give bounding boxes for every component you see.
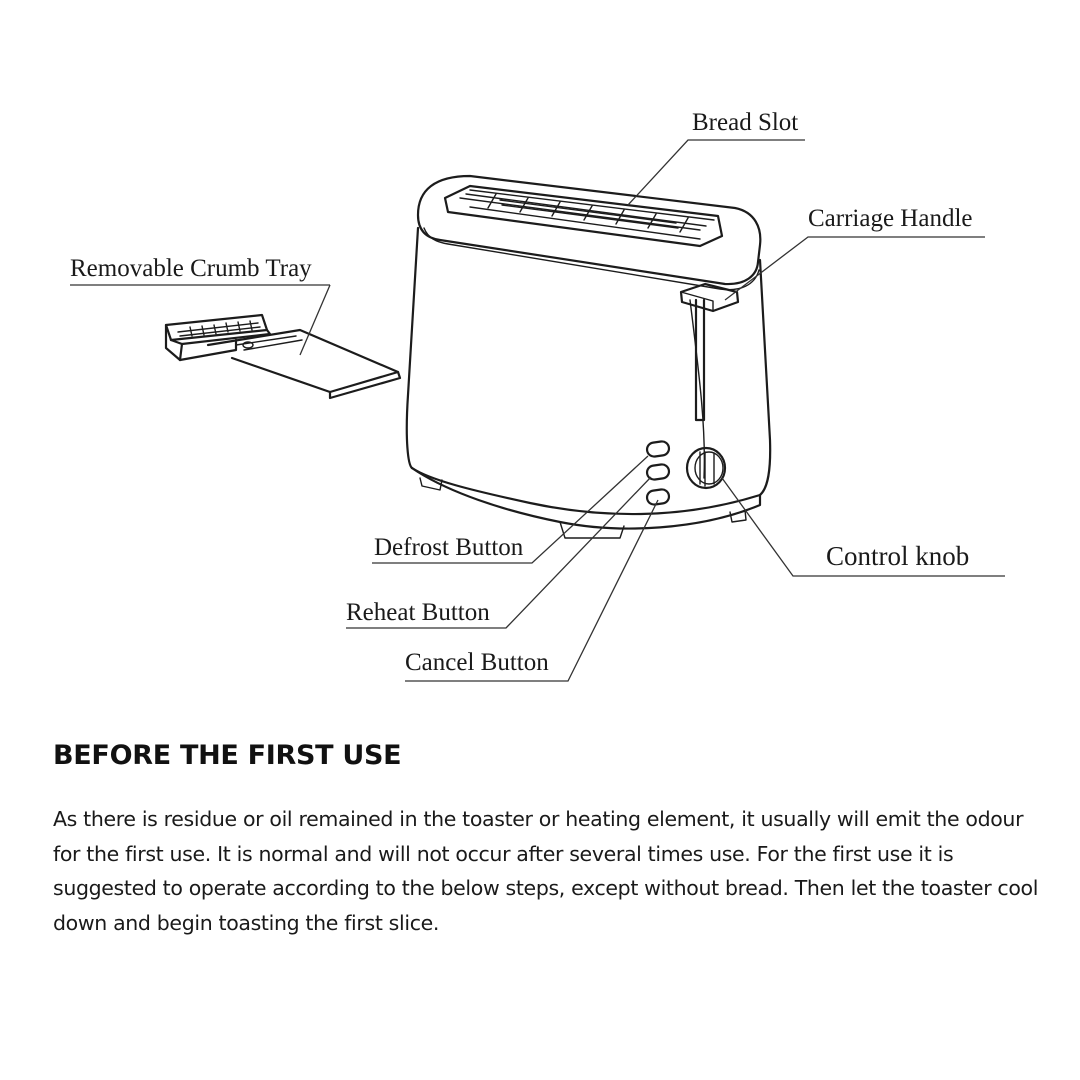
section-body: As there is residue or oil remained in t… — [53, 807, 1039, 935]
label-defrost-button: Defrost Button — [374, 534, 524, 561]
leader-lines — [70, 139, 1005, 682]
label-control-knob: Control knob — [826, 541, 969, 571]
crumb-tray-drawing — [164, 313, 402, 400]
label-cancel-button: Cancel Button — [405, 649, 549, 676]
label-crumb-tray: Removable Crumb Tray — [70, 255, 312, 282]
label-carriage-handle: Carriage Handle — [808, 205, 973, 232]
toaster-diagram: Bread Slot Carriage Handle Removable Cru… — [70, 109, 1005, 682]
label-bread-slot: Bread Slot — [692, 109, 798, 136]
label-reheat-button: Reheat Button — [346, 599, 490, 626]
toaster-drawing — [405, 174, 772, 539]
section-heading: BEFORE THE FIRST USE — [53, 740, 402, 771]
